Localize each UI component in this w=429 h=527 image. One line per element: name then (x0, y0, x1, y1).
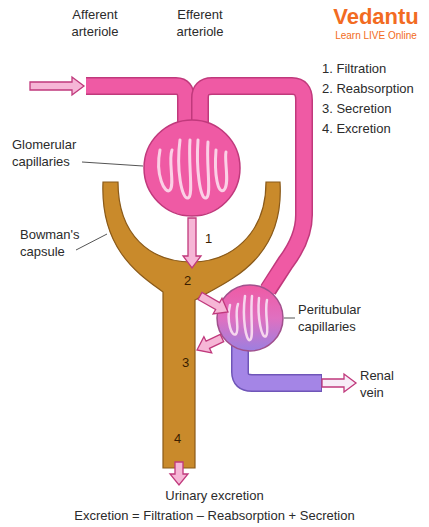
peritubular-loops (229, 296, 268, 340)
part-label: Glomerular capillaries (12, 136, 92, 170)
vessel-label: Afferent arteriole (50, 6, 140, 40)
part-label: Renal vein (360, 367, 404, 401)
callout-number: 1 (205, 230, 219, 247)
filtration-arrow (183, 218, 201, 268)
afferent-arteriole (86, 86, 186, 130)
peritubular-capillaries (217, 285, 283, 351)
legend-step: 4. Excretion (322, 120, 427, 137)
glomerulus (144, 120, 240, 216)
process-arrows (30, 77, 356, 485)
legend-step: 1. Filtration (322, 60, 427, 77)
callout-number: 3 (182, 354, 196, 371)
secretion-arrow (197, 334, 224, 353)
callout-number: 2 (184, 272, 198, 289)
legend-step: 3. Secretion (322, 100, 427, 117)
vessel-label: Efferent arteriole (155, 6, 245, 40)
leader-lines (76, 162, 295, 318)
part-label: Peritubular capillaries (298, 301, 398, 335)
inflow-arrow (30, 77, 84, 95)
watermark-logo: Vedantu (326, 2, 426, 31)
outflow-arrow (322, 374, 356, 392)
watermark-tagline: Learn LIVE Online (326, 29, 426, 42)
excretion-arrow (170, 462, 188, 485)
caption: Excretion = Filtration – Reabsorption + … (0, 507, 429, 524)
part-label: Bowman's capsule (20, 226, 92, 260)
output-label: Urinary excretion (0, 487, 429, 504)
glomerular-loops (159, 140, 227, 198)
callout-number: 4 (174, 430, 188, 447)
reabsorption-arrow (198, 293, 228, 314)
legend-step: 2. Reabsorption (322, 80, 427, 97)
